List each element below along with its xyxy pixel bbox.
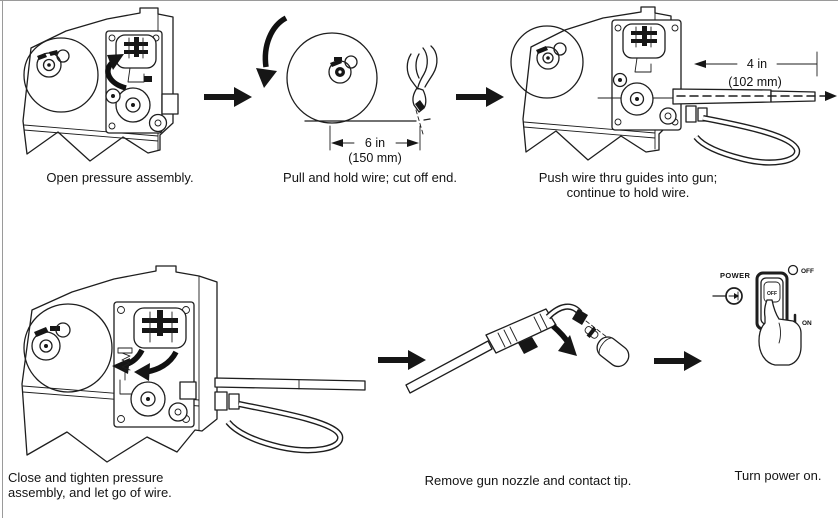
pressure-assembly bbox=[133, 307, 187, 349]
step1-caption: Open pressure assembly. bbox=[46, 170, 194, 185]
page-border-left bbox=[2, 0, 3, 518]
contact-tip bbox=[584, 326, 599, 339]
dim-6in-label: 6 in bbox=[365, 136, 385, 150]
pressing-hand bbox=[758, 299, 802, 366]
step3-caption-line1: Push wire thru guides into gun; bbox=[538, 170, 718, 185]
spool-hub bbox=[31, 322, 71, 361]
gun-neck bbox=[545, 303, 588, 325]
idler-roll bbox=[148, 113, 168, 133]
gun-trigger bbox=[518, 337, 538, 354]
dimension-6in: 6 in (150 mm) bbox=[329, 125, 421, 165]
gun-nozzle bbox=[596, 336, 630, 368]
cutting-pliers bbox=[406, 45, 438, 113]
step4-caption-line2: assembly, and let go of wire. bbox=[8, 485, 172, 500]
power-symbol-icon bbox=[712, 287, 743, 305]
welding-gun bbox=[405, 303, 588, 394]
off-label: OFF bbox=[801, 268, 814, 275]
flow-arrow-4 bbox=[654, 351, 702, 371]
flow-arrow-2 bbox=[456, 87, 504, 107]
pull-direction-arrow bbox=[256, 15, 288, 88]
gun-cable-connector bbox=[214, 391, 240, 411]
dim-4in-label: 4 in bbox=[747, 57, 767, 71]
open-direction-arrow bbox=[105, 54, 127, 91]
wire-spool bbox=[510, 25, 584, 99]
gun-adapter-socket bbox=[161, 93, 179, 115]
dim-150mm-label: (150 mm) bbox=[348, 151, 401, 165]
wire-spool bbox=[23, 303, 113, 393]
step5-caption: Remove gun nozzle and contact tip. bbox=[424, 473, 632, 488]
cut-mark bbox=[415, 109, 424, 135]
gun-barrel bbox=[405, 340, 493, 394]
pressure-assembly bbox=[115, 34, 157, 69]
idler-roll bbox=[659, 107, 677, 125]
wire-arrow bbox=[825, 91, 837, 101]
flow-arrow-1 bbox=[204, 87, 252, 107]
page-border-top bbox=[0, 0, 838, 1]
gun-cable bbox=[693, 114, 801, 166]
spool-hub bbox=[36, 49, 70, 78]
wire bbox=[304, 118, 431, 122]
step4-caption: Close and tighten pressure assembly, and… bbox=[8, 470, 218, 500]
flow-arrow-3 bbox=[378, 350, 426, 370]
wire-spool bbox=[23, 37, 99, 113]
wire-spool bbox=[286, 32, 378, 124]
remove-direction-arrow bbox=[551, 323, 577, 356]
step5-illustration bbox=[405, 303, 630, 394]
gun-cable bbox=[225, 400, 344, 454]
step6-caption: Turn power on. bbox=[734, 468, 822, 483]
step6-illustration: POWER OFF OFF ON bbox=[712, 264, 814, 366]
switch-marking: OFF bbox=[767, 291, 777, 297]
step3-illustration: 4 in (102 mm) bbox=[510, 6, 837, 166]
gun-adapter-tube bbox=[214, 377, 366, 391]
on-label: ON bbox=[802, 320, 812, 327]
idler-roll bbox=[168, 402, 188, 422]
pressure-assembly bbox=[622, 23, 666, 59]
step3-caption-line2: continue to hold wire. bbox=[566, 185, 690, 200]
dimension-4in: 4 in (102 mm) bbox=[694, 51, 818, 89]
step1-illustration bbox=[22, 7, 179, 162]
step2-illustration: 6 in (150 mm) bbox=[256, 15, 438, 165]
drive-motor bbox=[115, 87, 151, 123]
drive-motor bbox=[130, 381, 166, 417]
close-direction-arrow-left bbox=[112, 348, 145, 374]
step4-illustration bbox=[21, 265, 366, 463]
step3-caption: Push wire thru guides into gun; continue… bbox=[518, 170, 738, 200]
spool-hub bbox=[536, 42, 567, 70]
spool-hub bbox=[328, 55, 358, 84]
gun-adapter-socket bbox=[179, 381, 197, 400]
step2-caption: Pull and hold wire; cut off end. bbox=[283, 170, 457, 185]
close-direction-arrow-right bbox=[134, 350, 179, 381]
off-indicator: OFF bbox=[787, 264, 814, 276]
dim-102mm-label: (102 mm) bbox=[728, 75, 781, 89]
power-label: POWER bbox=[720, 271, 751, 280]
step4-caption-line1: Close and tighten pressure bbox=[8, 470, 164, 485]
drive-motor bbox=[620, 82, 654, 116]
